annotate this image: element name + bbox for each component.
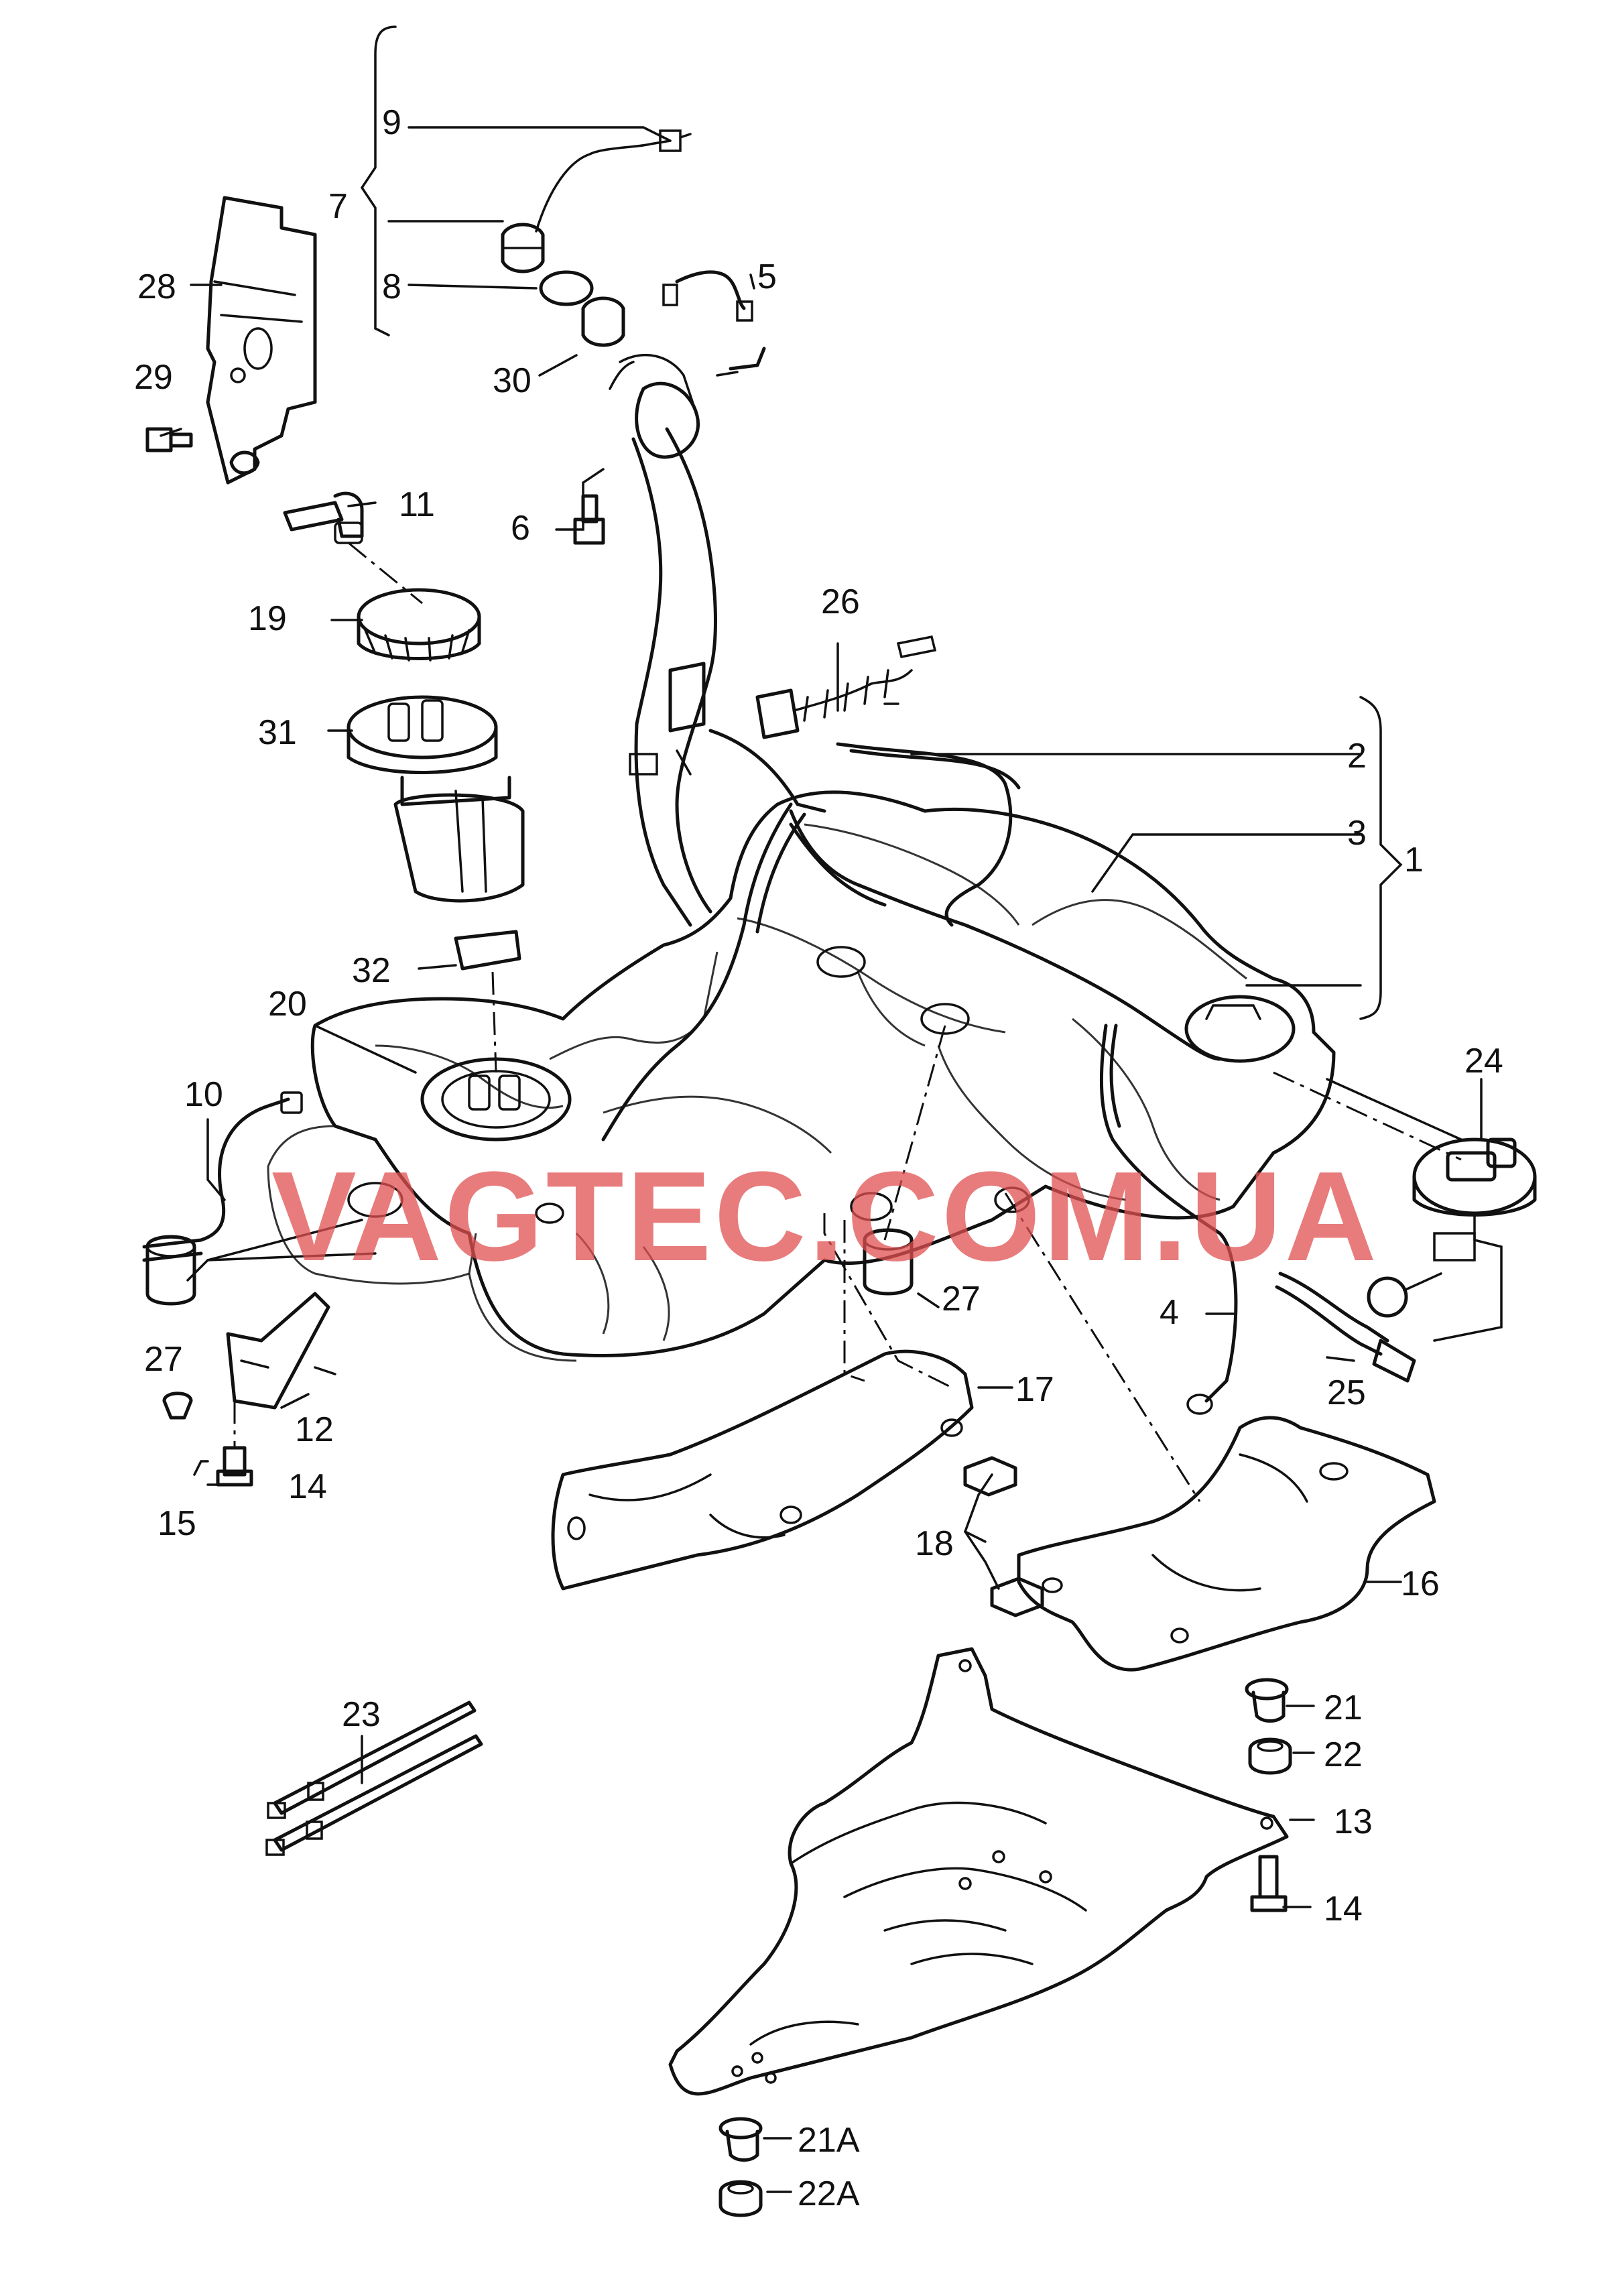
label-26: 26 bbox=[821, 582, 860, 621]
label-1: 1 bbox=[1404, 841, 1424, 879]
label-10: 10 bbox=[184, 1075, 223, 1114]
assembly-center-lines bbox=[233, 542, 1462, 1502]
label-17: 17 bbox=[1015, 1370, 1054, 1409]
label-22: 22 bbox=[1324, 1735, 1363, 1774]
watermark: VAGTEC.COM.UA bbox=[271, 1146, 1379, 1288]
label-32: 32 bbox=[352, 951, 391, 990]
label-8: 8 bbox=[382, 267, 401, 306]
label-11: 11 bbox=[399, 485, 435, 524]
label-31: 31 bbox=[258, 713, 297, 752]
underbody-shield-13 bbox=[668, 1647, 1289, 2096]
label-14-right: 14 bbox=[1324, 1890, 1363, 1928]
bracket bbox=[206, 196, 317, 485]
grommets-right bbox=[1245, 1678, 1292, 1775]
label-15: 15 bbox=[158, 1504, 196, 1543]
label-22a: 22A bbox=[798, 2174, 860, 2213]
heat-shield-17 bbox=[551, 1349, 974, 1591]
label-4: 4 bbox=[1160, 1293, 1179, 1332]
label-27-left: 27 bbox=[144, 1340, 183, 1379]
nuts-18 bbox=[963, 1456, 1044, 1617]
sender-unit bbox=[1367, 1137, 1537, 1342]
label-21a: 21A bbox=[798, 2121, 860, 2160]
label-2: 2 bbox=[1347, 737, 1367, 776]
label-25: 25 bbox=[1327, 1373, 1366, 1412]
label-19: 19 bbox=[248, 599, 287, 638]
label-12: 12 bbox=[295, 1410, 334, 1449]
bolt-14-right bbox=[1250, 1855, 1288, 1912]
rubber-mounts bbox=[145, 1228, 914, 1306]
breather-pipes bbox=[601, 742, 1238, 1415]
label-7: 7 bbox=[328, 187, 348, 226]
label-23: 23 bbox=[342, 1695, 381, 1734]
cable-ties bbox=[265, 1701, 483, 1856]
label-28: 28 bbox=[137, 267, 176, 306]
fasteners-left bbox=[162, 1392, 253, 1487]
heat-shield-16 bbox=[1017, 1416, 1436, 1672]
label-27-right: 27 bbox=[942, 1280, 981, 1318]
label-14-left: 14 bbox=[288, 1467, 327, 1506]
sensor-26 bbox=[755, 635, 937, 739]
filler-neck bbox=[609, 353, 826, 927]
fuel-tank bbox=[267, 790, 1336, 1362]
filler-cap-group bbox=[501, 129, 766, 377]
label-20: 20 bbox=[268, 985, 307, 1024]
grommets-bottom bbox=[719, 2117, 763, 2217]
leader-lines bbox=[160, 25, 1483, 2193]
callout-labels: 1 2 3 4 5 6 7 8 9 10 11 12 13 14 14 15 1… bbox=[134, 103, 1503, 2213]
fuel-pump-group bbox=[283, 491, 525, 971]
label-13: 13 bbox=[1334, 1802, 1373, 1841]
label-16: 16 bbox=[1401, 1564, 1440, 1603]
label-24: 24 bbox=[1464, 1042, 1503, 1081]
label-21: 21 bbox=[1324, 1688, 1363, 1727]
label-3: 3 bbox=[1347, 814, 1367, 853]
label-29: 29 bbox=[134, 358, 173, 397]
strap-12 bbox=[226, 1292, 330, 1410]
bolts bbox=[145, 427, 605, 545]
hose-25 bbox=[1275, 1272, 1416, 1383]
label-5: 5 bbox=[757, 257, 777, 296]
label-30: 30 bbox=[493, 361, 532, 400]
label-18: 18 bbox=[915, 1524, 954, 1563]
label-9: 9 bbox=[382, 103, 401, 142]
label-6: 6 bbox=[511, 509, 530, 548]
